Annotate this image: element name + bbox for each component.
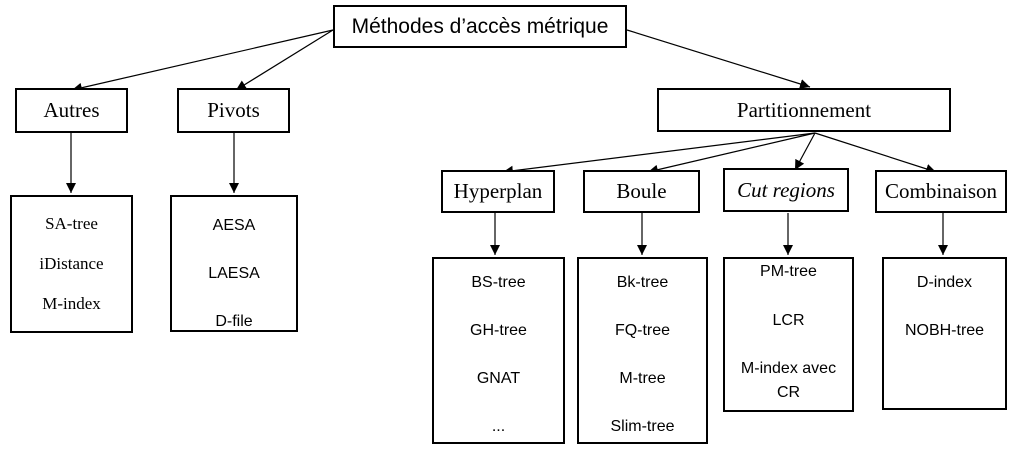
root-label: Méthodes d’accès métrique — [351, 14, 609, 38]
list-cut-regions: PM-tree LCR M-index avec CR — [723, 257, 854, 412]
category-autres-label: Autres — [43, 98, 100, 122]
arrow-root-to-autres — [71, 29, 334, 93]
arrow-root-to-partitionnement — [626, 29, 811, 89]
list-item: CR — [776, 384, 801, 401]
list-combinaison: D-index NOBH-tree — [882, 257, 1007, 410]
root-node: Méthodes d’accès métrique — [333, 5, 627, 48]
subcategory-combinaison: Combinaison — [875, 170, 1007, 213]
list-pivots: AESA LAESA D-file — [170, 195, 298, 332]
subcategory-cut-regions: Cut regions — [723, 168, 849, 212]
arrow-partition-to-hyperplan — [502, 132, 816, 176]
list-item: ... — [491, 418, 506, 435]
list-item: GH-tree — [470, 322, 527, 339]
subcategory-combinaison-label: Combinaison — [884, 179, 997, 203]
arrow-root-to-pivots — [235, 29, 334, 91]
subcategory-cut-regions-label: Cut regions — [737, 177, 835, 202]
subcategory-boule: Boule — [583, 170, 700, 213]
list-hyperplan: BS-tree GH-tree GNAT ... — [432, 257, 565, 444]
subcategory-hyperplan-label: Hyperplan — [453, 179, 543, 203]
list-item: SA-tree — [45, 214, 98, 233]
subcategory-boule-label: Boule — [616, 179, 667, 203]
category-partitionnement-label: Partitionnement — [736, 97, 872, 122]
list-item: D-file — [215, 313, 253, 330]
list-item: LCR — [772, 312, 805, 329]
list-item: M-tree — [619, 370, 666, 387]
list-item: FQ-tree — [614, 322, 671, 339]
list-item: Slim-tree — [610, 418, 675, 435]
list-item: PM-tree — [760, 263, 817, 280]
list-item: M-index — [42, 294, 101, 313]
list-boule: Bk-tree FQ-tree M-tree Slim-tree — [577, 257, 708, 444]
list-item: Bk-tree — [616, 274, 669, 291]
category-pivots-label: Pivots — [207, 98, 260, 122]
list-item: GNAT — [476, 370, 521, 387]
list-item: NOBH-tree — [904, 322, 985, 339]
arrow-partition-to-boule — [647, 132, 816, 175]
subcategory-hyperplan: Hyperplan — [441, 170, 555, 213]
category-partitionnement: Partitionnement — [657, 88, 951, 132]
list-item: M-index avec — [740, 360, 837, 377]
list-item: BS-tree — [471, 274, 526, 291]
category-autres: Autres — [15, 88, 128, 133]
category-pivots: Pivots — [177, 88, 290, 133]
list-item: LAESA — [208, 265, 260, 282]
list-item: iDistance — [39, 254, 104, 273]
list-item: AESA — [212, 217, 256, 234]
list-autres: SA-tree iDistance M-index — [10, 195, 133, 333]
list-item: D-index — [916, 274, 973, 291]
arrow-partition-to-cut-regions — [794, 132, 816, 171]
arrow-partition-to-combinaison — [814, 132, 937, 174]
